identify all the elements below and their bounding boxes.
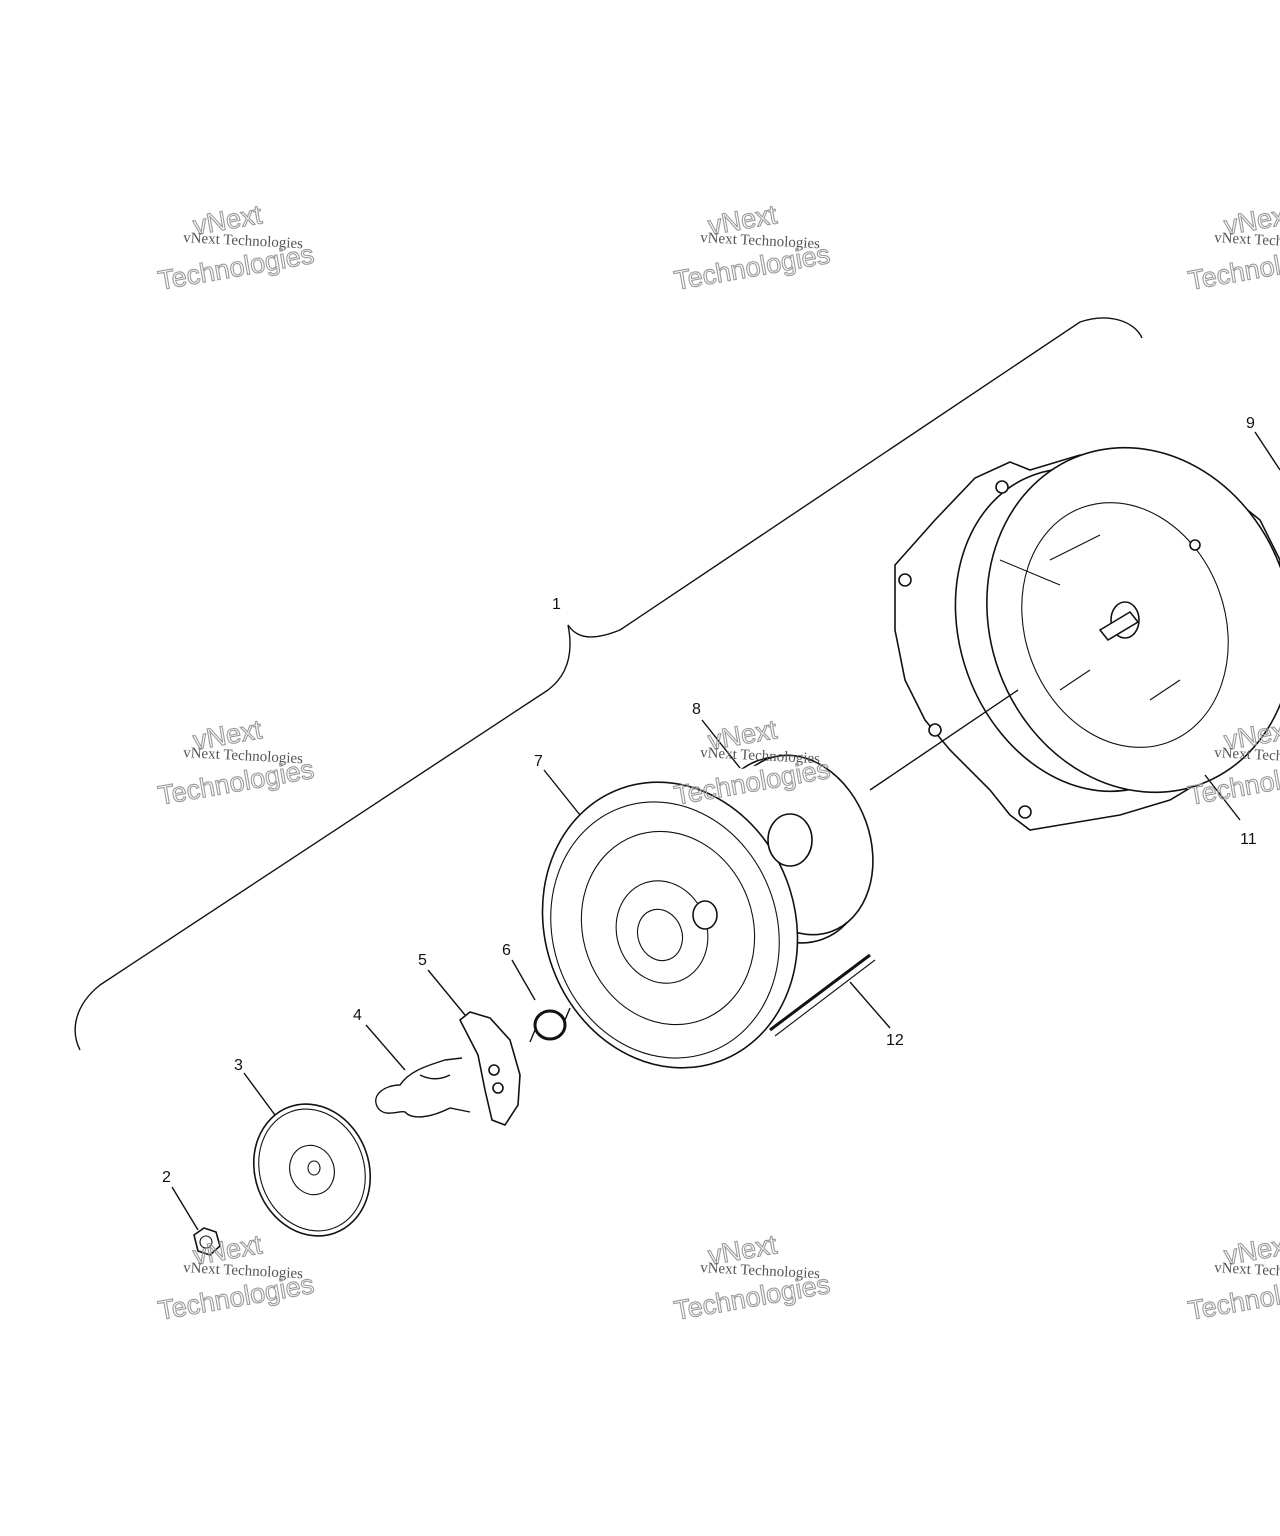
part-4-spring-clip bbox=[375, 1057, 471, 1118]
part-3-plate bbox=[252, 1103, 372, 1237]
part-6-spring bbox=[529, 1007, 571, 1043]
callout-7: 7 bbox=[534, 753, 543, 770]
watermark-bottom-center: vNext vNext Technologies Technologies bbox=[671, 1229, 833, 1327]
part-12-starter-rope bbox=[769, 953, 871, 1032]
watermark-top-right: vNext vNext Technologies Technologies bbox=[1185, 199, 1280, 297]
part-5-pawl bbox=[458, 1011, 521, 1126]
callout-9: 9 bbox=[1246, 415, 1255, 432]
callout-4: 4 bbox=[353, 1007, 362, 1024]
callout-1: 1 bbox=[552, 596, 561, 613]
watermark-bottom-right: vNext vNext Technologies Technologies bbox=[1185, 1229, 1280, 1327]
svg-text:vNext Technologies: vNext Technologies bbox=[700, 1260, 821, 1282]
assembly-bracket bbox=[74, 317, 1143, 1051]
svg-text:vNext Technologies: vNext Technologies bbox=[183, 1260, 304, 1282]
callout-3: 3 bbox=[234, 1057, 243, 1074]
svg-text:vNext Technologies: vNext Technologies bbox=[1214, 1260, 1280, 1282]
part-11-recoil-housing bbox=[894, 446, 1280, 831]
leader-lines bbox=[171, 431, 1280, 1231]
callout-12: 12 bbox=[886, 1032, 904, 1049]
svg-text:vNext Technologies: vNext Technologies bbox=[1214, 745, 1280, 767]
watermark-bottom-left: vNext vNext Technologies Technologies bbox=[155, 1229, 317, 1327]
part-2-nut bbox=[193, 1227, 221, 1256]
part-7-recoil-pulley bbox=[541, 754, 874, 1069]
callout-5: 5 bbox=[418, 952, 427, 969]
watermark-top-center: vNext vNext Technologies Technologies bbox=[671, 199, 833, 297]
svg-text:vNext Technologies: vNext Technologies bbox=[700, 230, 821, 252]
svg-text:vNext Technologies: vNext Technologies bbox=[700, 745, 821, 767]
callout-11: 11 bbox=[1240, 831, 1257, 848]
callout-2: 2 bbox=[162, 1169, 171, 1186]
svg-text:vNext Technologies: vNext Technologies bbox=[183, 745, 304, 767]
callout-6: 6 bbox=[502, 942, 511, 959]
svg-text:vNext Technologies: vNext Technologies bbox=[183, 230, 304, 252]
callout-labels: 1 2 3 4 5 6 7 8 9 11 12 bbox=[162, 415, 1257, 1186]
callout-8: 8 bbox=[692, 701, 701, 718]
watermark-mid-left: vNext vNext Technologies Technologies bbox=[155, 714, 317, 812]
watermark-top-left: vNext vNext Technologies Technologies bbox=[155, 199, 317, 297]
svg-text:vNext Technologies: vNext Technologies bbox=[1214, 230, 1280, 252]
